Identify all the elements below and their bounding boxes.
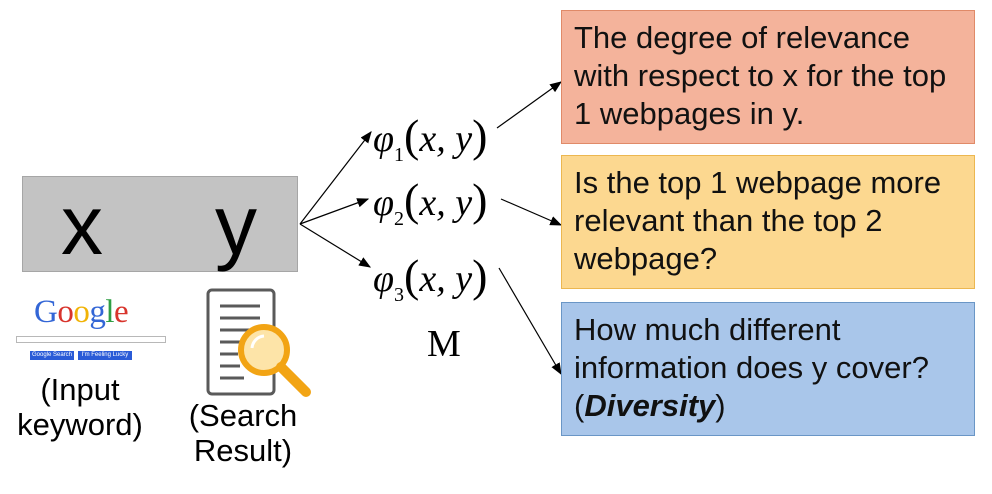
logo-letter: o xyxy=(57,294,74,330)
arrow-to-phi1 xyxy=(299,131,372,225)
arrow-to-phi2 xyxy=(299,198,370,225)
arrow-to-phi3 xyxy=(299,223,372,268)
google-search-input xyxy=(16,336,166,343)
diversity-description-box: How much different information does y co… xyxy=(561,302,975,436)
logo-letter: g xyxy=(89,294,106,330)
feeling-lucky-button: I'm Feeling Lucky xyxy=(78,351,132,360)
feature-phi3: φ3(x, y) xyxy=(373,250,488,307)
arrow-to-box1 xyxy=(496,81,562,129)
input-output-box: x y xyxy=(22,176,298,272)
magnifier-icon xyxy=(238,324,311,397)
search-result-caption: (Search Result) xyxy=(188,398,298,468)
x-variable: x xyxy=(61,178,103,272)
y-variable: y xyxy=(215,178,257,272)
feature-phi1: φ1(x, y) xyxy=(373,110,488,167)
search-result-document-icon xyxy=(206,288,311,397)
pairwise-relevance-box: Is the top 1 webpage more relevant than … xyxy=(561,155,975,289)
diversity-emphasis: Diversity xyxy=(584,388,716,423)
input-keyword-caption: (Input keyword) xyxy=(17,372,143,442)
feature-phi2: φ2(x, y) xyxy=(373,174,488,231)
logo-letter: o xyxy=(73,294,90,330)
google-search-button: Google Search xyxy=(30,351,74,360)
arrow-to-box3 xyxy=(498,267,562,376)
logo-letter: e xyxy=(114,294,129,330)
arrow-to-box2 xyxy=(500,198,563,226)
logo-letter: l xyxy=(105,294,115,330)
ellipsis-mark: M xyxy=(427,323,461,365)
google-logo: Google xyxy=(34,294,129,331)
logo-letter: G xyxy=(34,294,58,330)
relevance-description-box: The degree of relevance with respect to … xyxy=(561,10,975,144)
google-search-thumbnail: Google Google Search I'm Feeling Lucky xyxy=(0,292,166,364)
